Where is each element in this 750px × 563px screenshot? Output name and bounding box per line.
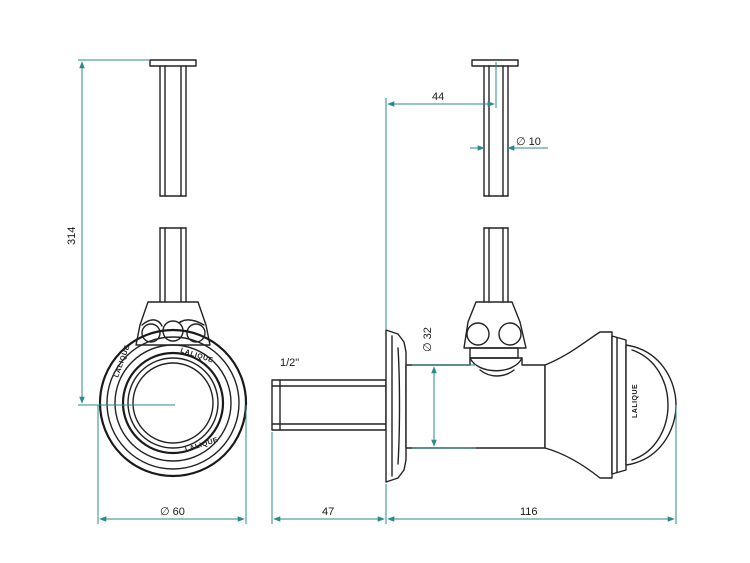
- thread-size-label: 1/2": [280, 357, 299, 369]
- threaded-inlet: [271, 379, 387, 431]
- pipe-diameter-label: ∅ 10: [516, 136, 541, 148]
- handle-logo: LALIQUE: [632, 384, 639, 418]
- dimension-body-diameter: ∅ 32: [412, 327, 476, 449]
- height-label: 314: [66, 227, 78, 245]
- body-diameter-label: ∅ 32: [422, 327, 434, 352]
- dimension-body-length: 116: [387, 405, 677, 524]
- dimension-height: 314: [66, 59, 175, 406]
- wall-flange: [385, 329, 407, 483]
- valve-handle: [544, 331, 613, 479]
- pipe-offset-label: 44: [432, 91, 444, 103]
- thread-length-label: 47: [322, 506, 334, 518]
- valve-body-round: [98, 328, 248, 478]
- top-flange-right: [471, 59, 519, 67]
- side-view: LALIQUE: [271, 59, 677, 483]
- dimension-pipe-offset: 44: [385, 62, 497, 330]
- dimension-thread-length: 47: [271, 432, 387, 524]
- dimension-pipe-diameter: ∅ 10: [470, 136, 548, 151]
- face-diameter-label: ∅ 60: [160, 506, 185, 518]
- valve-body: [405, 357, 546, 449]
- top-flange-left: [149, 59, 197, 67]
- dimension-face-diameter: ∅ 60: [97, 405, 247, 524]
- front-view: LALIQUE LALIQUE LALIQUE: [98, 59, 248, 478]
- body-length-label: 116: [520, 506, 538, 518]
